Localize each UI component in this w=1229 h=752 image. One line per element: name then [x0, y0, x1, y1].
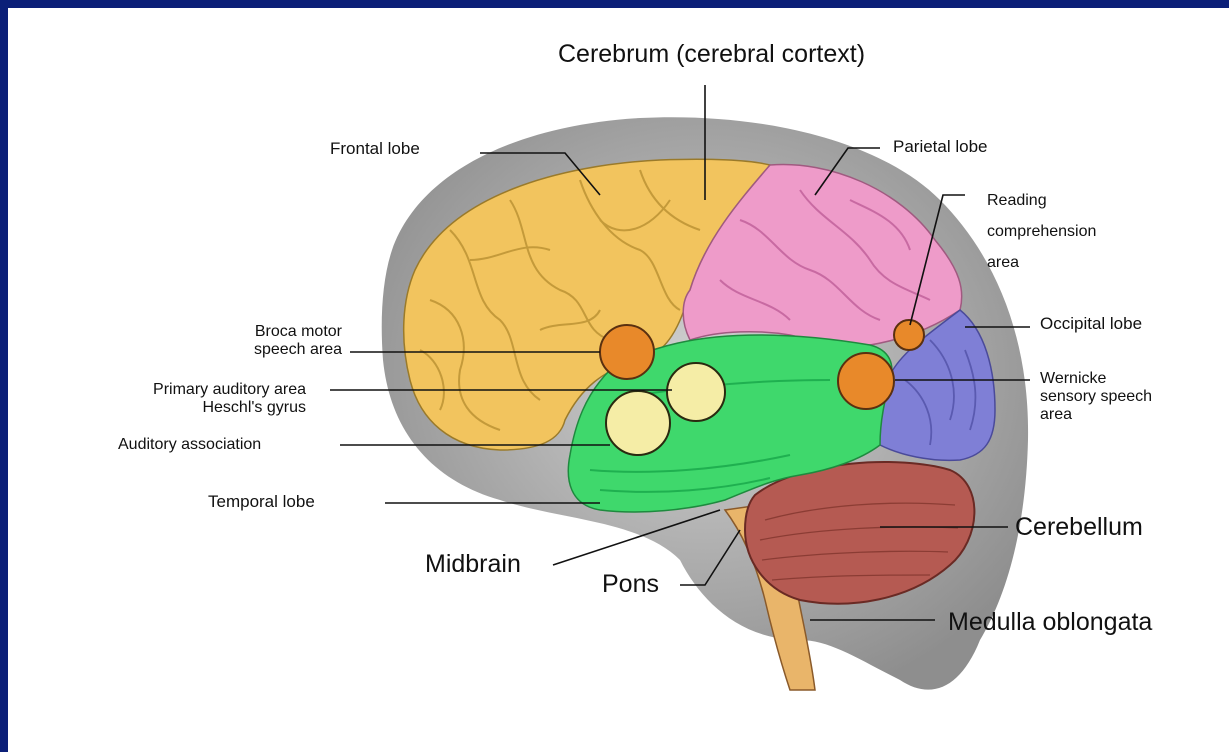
label-wernicke-line-2: sensory speech — [1040, 388, 1152, 406]
wernicke-spot — [838, 353, 894, 409]
label-wernicke-line-1: Wernicke — [1040, 370, 1152, 388]
reading-comprehension-spot — [894, 320, 924, 350]
label-primary-auditory-line-1: Primary auditory area — [80, 381, 306, 399]
label-reading-comprehension: Reading comprehension area — [987, 185, 1096, 278]
label-broca-line-1: Broca motor — [200, 323, 342, 341]
label-cerebellum: Cerebellum — [1015, 513, 1143, 541]
label-occipital-lobe: Occipital lobe — [1040, 314, 1142, 333]
auditory-association-spot — [606, 391, 670, 455]
label-reading-line-2: comprehension — [987, 216, 1096, 247]
broca-spot — [600, 325, 654, 379]
primary-auditory-spot — [667, 363, 725, 421]
label-wernicke: Wernicke sensory speech area — [1040, 370, 1152, 424]
label-reading-line-3: area — [987, 247, 1096, 278]
label-broca-line-2: speech area — [200, 341, 342, 359]
label-primary-auditory-line-2: Heschl's gyrus — [80, 399, 306, 417]
label-broca: Broca motor speech area — [200, 323, 342, 359]
label-primary-auditory: Primary auditory area Heschl's gyrus — [80, 381, 306, 417]
label-wernicke-line-3: area — [1040, 406, 1152, 424]
label-medulla: Medulla oblongata — [948, 608, 1152, 636]
label-cerebrum: Cerebrum (cerebral cortext) — [558, 40, 865, 68]
label-frontal-lobe: Frontal lobe — [330, 139, 420, 158]
label-midbrain: Midbrain — [425, 550, 521, 578]
label-pons: Pons — [602, 570, 659, 598]
label-temporal-lobe: Temporal lobe — [208, 492, 315, 511]
label-auditory-association: Auditory association — [118, 436, 261, 454]
label-reading-line-1: Reading — [987, 185, 1096, 216]
label-parietal-lobe: Parietal lobe — [893, 137, 988, 156]
